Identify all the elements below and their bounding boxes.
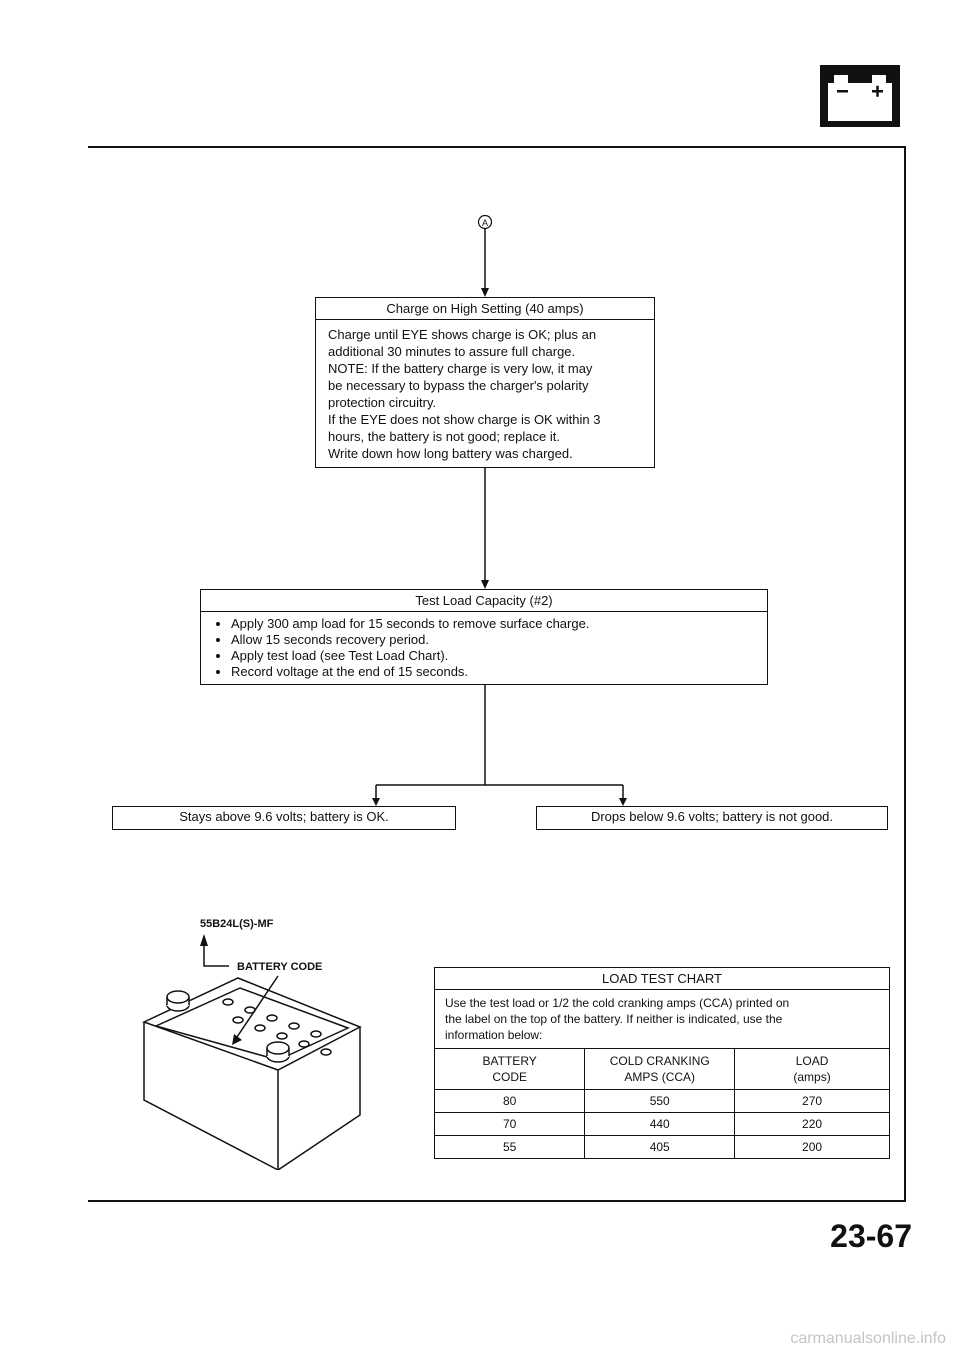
table-header-row: BATTERY CODE COLD CRANKING AMPS (CCA) LO… xyxy=(435,1049,889,1090)
battery-illustration xyxy=(142,934,362,1170)
load-test-step-box: Test Load Capacity (#2) Apply 300 amp lo… xyxy=(200,589,768,685)
top-rule xyxy=(88,146,906,148)
header-line: AMPS (CCA) xyxy=(624,1070,696,1084)
bottom-rule xyxy=(88,1200,906,1202)
cell-cca: 440 xyxy=(584,1112,736,1136)
charge-step-line: NOTE: If the battery charge is very low,… xyxy=(328,361,593,376)
cell-load: 220 xyxy=(734,1112,889,1136)
header-line: (amps) xyxy=(793,1070,831,1084)
battery-code-label: BATTERY CODE xyxy=(237,961,323,973)
load-test-table: BATTERY CODE COLD CRANKING AMPS (CCA) LO… xyxy=(435,1049,889,1158)
charge-step-box: Charge on High Setting (40 amps) Charge … xyxy=(315,297,655,468)
header-line: CODE xyxy=(492,1070,527,1084)
cell-cca: 550 xyxy=(584,1089,736,1113)
watermark: carmanualsonline.info xyxy=(790,1330,946,1347)
charge-step-line: hours, the battery is not good; replace … xyxy=(328,429,560,444)
cell-battery-code: 80 xyxy=(435,1089,586,1113)
header-load: LOAD (amps) xyxy=(734,1049,889,1090)
right-rule xyxy=(904,146,906,1202)
cell-battery-code: 70 xyxy=(435,1112,586,1136)
header-line: COLD CRANKING xyxy=(609,1054,710,1068)
table-row: 70 440 220 xyxy=(435,1112,889,1136)
charge-step-line: Write down how long battery was charged. xyxy=(328,446,573,461)
cell-cca: 405 xyxy=(584,1135,736,1158)
load-test-step-item: Allow 15 seconds recovery period. xyxy=(231,632,755,648)
charge-step-line: be necessary to bypass the charger's pol… xyxy=(328,378,589,393)
charge-step-line: If the EYE does not show charge is OK wi… xyxy=(328,412,601,427)
charge-step-title: Charge on High Setting (40 amps) xyxy=(316,298,654,320)
load-test-step-item: Record voltage at the end of 15 seconds. xyxy=(231,664,755,680)
chart-description-line: information below: xyxy=(445,1028,543,1042)
result-not-good-box: Drops below 9.6 volts; battery is not go… xyxy=(536,806,888,830)
charge-step-line: additional 30 minutes to assure full cha… xyxy=(328,344,576,359)
charge-step-body: Charge until EYE shows charge is OK; plu… xyxy=(316,320,654,468)
chart-description: Use the test load or 1/2 the cold cranki… xyxy=(435,990,889,1049)
chart-description-line: Use the test load or 1/2 the cold cranki… xyxy=(445,996,790,1010)
table-row: 80 550 270 xyxy=(435,1089,889,1113)
load-test-step-list: Apply 300 amp load for 15 seconds to rem… xyxy=(201,612,767,686)
cell-load: 270 xyxy=(734,1089,889,1113)
load-test-step-item: Apply test load (see Test Load Chart). xyxy=(231,648,755,664)
chart-title: LOAD TEST CHART xyxy=(435,968,889,990)
battery-model-label: 55B24L(S)-MF xyxy=(200,918,274,930)
battery-icon xyxy=(820,65,900,127)
cell-load: 200 xyxy=(802,1140,823,1154)
charge-step-line: protection circuitry. xyxy=(328,395,437,410)
load-test-step-title: Test Load Capacity (#2) xyxy=(201,590,767,612)
table-row: 55 405 200 xyxy=(435,1135,889,1158)
cell-battery-code: 55 xyxy=(435,1135,586,1158)
header-battery-code: BATTERY CODE xyxy=(435,1049,586,1090)
load-test-step-item: Apply 300 amp load for 15 seconds to rem… xyxy=(231,616,755,632)
header-line: BATTERY xyxy=(482,1054,537,1068)
header-cca: COLD CRANKING AMPS (CCA) xyxy=(584,1049,736,1090)
charge-step-line: Charge until EYE shows charge is OK; plu… xyxy=(328,327,597,342)
result-ok-box: Stays above 9.6 volts; battery is OK. xyxy=(112,806,456,830)
page-number: 23-67 xyxy=(830,1218,912,1254)
chart-description-line: the label on the top of the battery. If … xyxy=(445,1012,783,1026)
header-line: LOAD xyxy=(795,1054,829,1068)
load-test-chart: LOAD TEST CHART Use the test load or 1/2… xyxy=(434,967,890,1159)
connector-marker-text: A xyxy=(482,218,488,228)
